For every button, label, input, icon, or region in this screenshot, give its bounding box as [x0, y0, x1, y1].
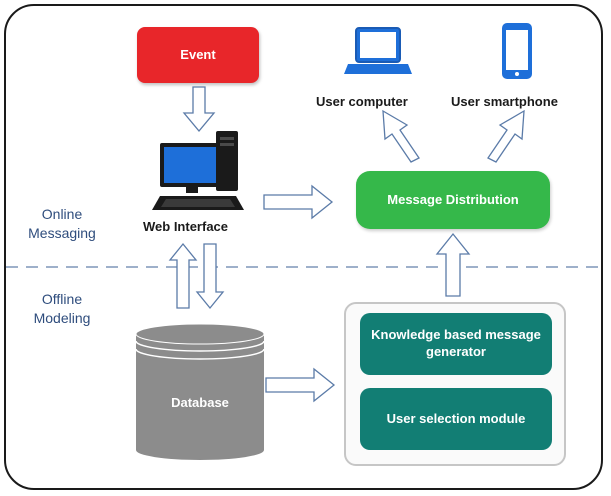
offline-modeling-label: Offline Modeling: [33, 291, 91, 326]
diagram-frame: [4, 4, 603, 490]
user-computer-label: User computer: [316, 94, 408, 109]
web-to-database-arrow: [195, 243, 225, 310]
distribution-to-smartphone-arrow: [487, 109, 525, 163]
modules-to-distribution-arrow: [435, 232, 471, 297]
event-to-web-arrow: [182, 86, 216, 133]
user-selection-box: User selection module: [360, 388, 552, 450]
message-distribution-box: Message Distribution: [356, 171, 550, 229]
web-to-distribution-arrow: [263, 184, 334, 220]
user-smartphone-label: User smartphone: [451, 94, 558, 109]
database-label: Database: [171, 395, 229, 410]
knowledge-generator-box: Knowledge based message generator: [360, 313, 552, 375]
database-to-modules-arrow: [265, 367, 336, 403]
web-interface-label: Web Interface: [143, 219, 229, 234]
online-messaging-label: Online Messaging: [28, 206, 96, 241]
database-to-web-arrow: [168, 242, 198, 309]
event-box: Event: [137, 27, 259, 83]
distribution-to-computer-arrow: [382, 109, 420, 163]
